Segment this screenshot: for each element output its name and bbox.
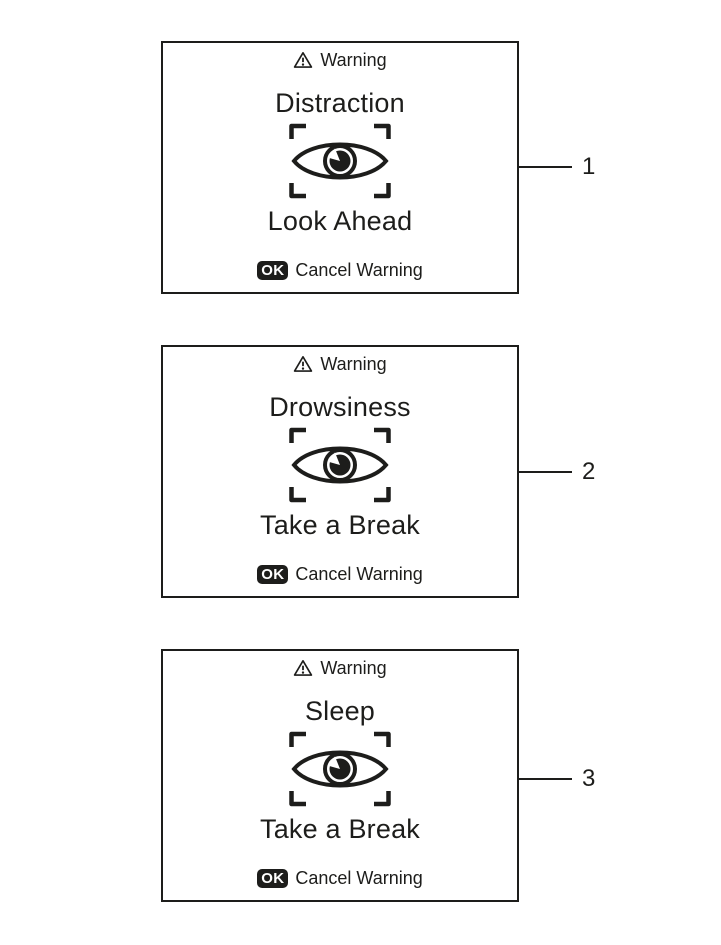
eye-detection-icon (285, 427, 395, 503)
warning-triangle-icon (293, 659, 313, 677)
cancel-warning-label: Cancel Warning (295, 564, 423, 584)
warning-header: Warning (293, 657, 387, 679)
callout-line-1 (519, 166, 572, 168)
ok-button[interactable]: OK (257, 564, 289, 584)
warning-title: Distraction (275, 88, 405, 118)
ok-button[interactable]: OK (257, 868, 289, 888)
warning-message: Take a Break (260, 510, 420, 540)
warning-screen-sleep: Warning Sleep Take a Break OK Cancel War… (161, 649, 519, 902)
warning-header: Warning (293, 353, 387, 375)
warning-footer: OK Cancel Warning (257, 562, 423, 586)
callout-number-2: 2 (582, 458, 596, 485)
warning-header-label: Warning (320, 354, 387, 374)
warning-header: Warning (293, 49, 387, 71)
warning-triangle-icon (293, 355, 313, 373)
ok-button[interactable]: OK (257, 260, 289, 280)
warning-title: Drowsiness (269, 392, 411, 422)
warning-header-label: Warning (320, 50, 387, 70)
warning-footer: OK Cancel Warning (257, 258, 423, 282)
warning-message: Look Ahead (267, 206, 413, 236)
cancel-warning-label: Cancel Warning (295, 868, 423, 888)
eye-detection-icon (285, 123, 395, 199)
callout-line-2 (519, 471, 572, 473)
callout-line-3 (519, 778, 572, 780)
callout-number-1: 1 (582, 153, 596, 180)
warning-title: Sleep (304, 696, 376, 726)
warning-screen-drowsiness: Warning Drowsiness Take a Break OK Cance… (161, 345, 519, 598)
warning-message: Take a Break (260, 814, 420, 844)
warning-footer: OK Cancel Warning (257, 866, 423, 890)
eye-detection-icon (285, 731, 395, 807)
callout-number-3: 3 (582, 765, 596, 792)
warning-screen-distraction: Warning Distraction Look Ahead OK Cancel… (161, 41, 519, 294)
warning-header-label: Warning (320, 658, 387, 678)
cancel-warning-label: Cancel Warning (295, 260, 423, 280)
warning-triangle-icon (293, 51, 313, 69)
